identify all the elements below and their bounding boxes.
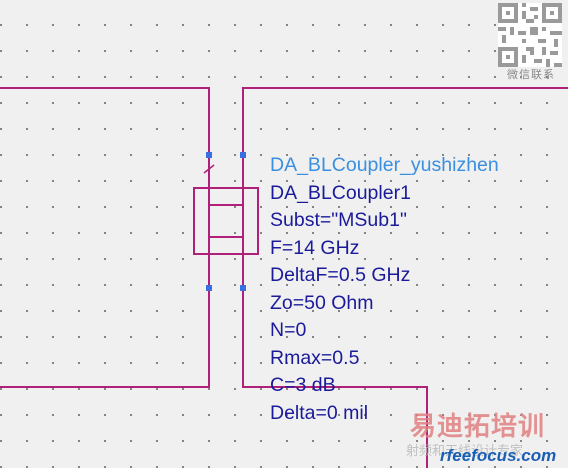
param-n[interactable]: N=0 <box>270 319 307 341</box>
pin-marker-top-left[interactable] <box>206 152 212 158</box>
pin-marker-top-right[interactable] <box>240 152 246 158</box>
pin-marker-bottom-right[interactable] <box>240 285 246 291</box>
component-name-label[interactable]: DA_BLCoupler_yushizhen <box>270 154 499 176</box>
wire-left-loop[interactable] <box>0 87 210 388</box>
param-rmax[interactable]: Rmax=0.5 <box>270 346 360 369</box>
coupler-outer-box <box>193 187 259 255</box>
qr-caption: 微信联系 <box>507 68 555 81</box>
wire-right-bottom[interactable] <box>242 288 428 468</box>
watermark-url: rfeefocus.com <box>440 446 557 465</box>
param-subst[interactable]: Subst="MSub1" <box>270 209 407 231</box>
port-marker-slash <box>203 164 215 174</box>
coupler-component-symbol[interactable] <box>193 155 259 288</box>
param-delta[interactable]: Delta=0 mil <box>270 401 369 424</box>
watermark-subtitle: 射频和天线设计专家 <box>406 444 524 459</box>
instance-name-label[interactable]: DA_BLCoupler1 <box>270 181 411 204</box>
qr-code-icon <box>498 3 562 67</box>
param-impedance[interactable]: Zo=50 Ohm <box>270 291 374 314</box>
param-deltaf[interactable]: DeltaF=0.5 GHz <box>270 264 411 286</box>
coupler-inner-box <box>208 204 244 238</box>
param-coupling[interactable]: C=3 dB <box>270 374 336 396</box>
wire-right-top[interactable] <box>242 87 568 155</box>
watermark-title: 易迪拓培训 <box>410 412 546 442</box>
component-properties[interactable]: DA_BLCoupler_yushizhen DA_BLCoupler1 Sub… <box>270 152 499 427</box>
param-frequency[interactable]: F=14 GHz <box>270 236 360 259</box>
pin-marker-bottom-left[interactable] <box>206 285 212 291</box>
